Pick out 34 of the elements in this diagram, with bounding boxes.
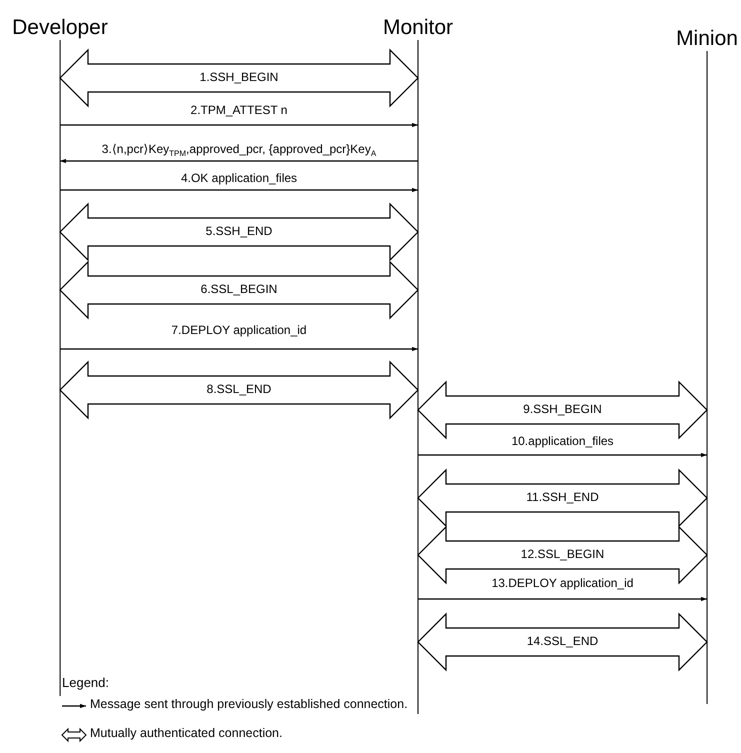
message-label: 3.⟨n,pcr⟩Key$_{TPM}$,approved_pcr, {approved_pcr}Key$_{A}$ xyxy=(102,142,376,156)
participant-label: Developer xyxy=(12,16,108,40)
message-label: 11.SSH_END xyxy=(526,490,599,504)
message-label: 6.SSL_BEGIN xyxy=(200,282,278,296)
message-label: 13.DEPLOY application_id xyxy=(492,576,634,590)
message-label: 2.TPM_ATTEST n xyxy=(190,103,288,117)
message-label: 8.SSL_END xyxy=(206,382,272,396)
legend-text: Message sent through previously established connection. xyxy=(90,697,408,711)
double-arrow xyxy=(59,260,419,320)
message-label: 14.SSL_END xyxy=(526,634,598,648)
message-arrow xyxy=(60,158,418,164)
double-arrow xyxy=(417,468,708,528)
double-arrow xyxy=(417,612,708,672)
participant-label: Minion xyxy=(676,27,738,51)
message-label: 4.OK application_files xyxy=(180,171,298,185)
double-arrow xyxy=(59,202,419,262)
message-arrow xyxy=(418,452,707,458)
legend-heading: Legend: xyxy=(62,675,109,690)
double-arrow xyxy=(59,360,419,420)
legend-text: Mutually authenticated connection. xyxy=(90,726,282,740)
participant-label: Monitor xyxy=(382,16,454,40)
message-label: 5.SSH_END xyxy=(206,224,272,238)
message-arrow xyxy=(60,188,418,192)
message-arrow xyxy=(418,596,707,602)
double-arrow xyxy=(59,48,419,108)
message-label: 1.SSH_BEGIN xyxy=(200,70,278,84)
message-label: 10.application_files xyxy=(511,434,614,448)
message-arrow xyxy=(60,122,418,128)
message-label: 7.DEPLOY application_id xyxy=(171,323,307,337)
message-label: 9.SSH_BEGIN xyxy=(523,402,602,416)
message-arrow xyxy=(60,346,418,352)
message-label: 12.SSL_BEGIN xyxy=(520,547,604,561)
double-arrow xyxy=(417,380,708,440)
double-arrow xyxy=(417,526,708,584)
